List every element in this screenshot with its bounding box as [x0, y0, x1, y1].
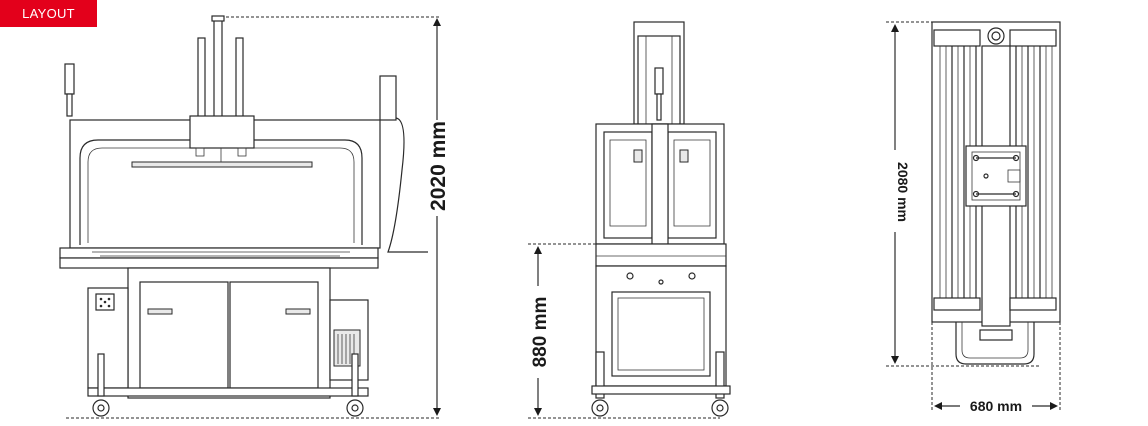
top-width-label: 680 mm — [970, 398, 1022, 414]
front-view — [59, 15, 440, 419]
overall-height-label: 2020 mm — [427, 121, 450, 211]
layout-badge: LAYOUT — [0, 0, 97, 27]
table-height-label: 880 mm — [530, 297, 551, 368]
side-view — [528, 21, 731, 419]
top-depth-label: 2080 mm — [895, 162, 911, 222]
top-width-dimension: 680 mm — [934, 398, 1058, 414]
overall-height-dimension: 2020 mm — [427, 18, 450, 416]
top-depth-dimension: 2080 mm — [891, 24, 911, 364]
top-view — [886, 21, 1061, 410]
table-height-dimension: 880 mm — [530, 246, 551, 416]
